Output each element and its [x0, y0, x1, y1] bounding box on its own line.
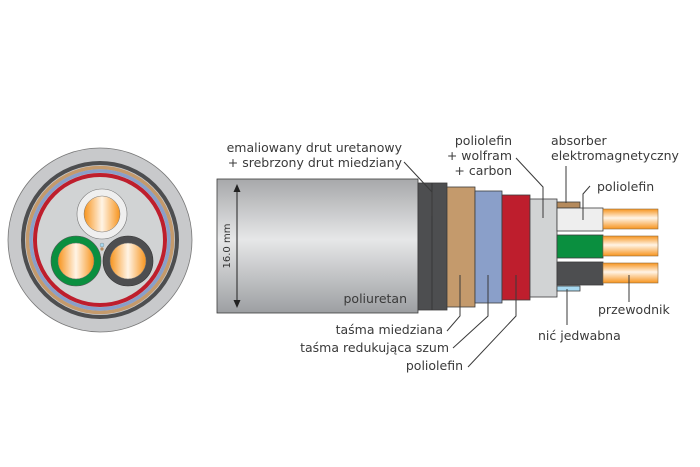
- leader-noise-tape: [452, 275, 489, 349]
- label-copper-tape: taśma miedziana: [336, 322, 443, 337]
- dimension-label: 16.0 mm: [222, 224, 233, 269]
- copper-tape-layer: [446, 186, 476, 308]
- cs-conductor-right: [109, 242, 147, 280]
- label-absorber-line1: absorber: [551, 133, 608, 148]
- jacket-layer: [216, 178, 419, 314]
- label-conductor: przewodnik: [598, 302, 671, 317]
- insulation-green: [556, 234, 604, 259]
- cross-section: [7, 147, 193, 333]
- insulation-black: [556, 261, 604, 286]
- cutaway: [216, 178, 659, 314]
- conductor-2: [602, 235, 659, 257]
- arrow-up-icon: [233, 184, 241, 192]
- arrow-down-icon: [233, 300, 241, 308]
- label-absorber-line2: elektromagnetyczny: [551, 148, 680, 163]
- cs-conductor-top: [83, 195, 121, 233]
- leader-polyolefin-red: [467, 275, 517, 368]
- insulation-white: [556, 207, 604, 232]
- absorber-strip: [556, 201, 581, 209]
- silk-thread-strip: [556, 285, 581, 292]
- cs-noise-tape: [29, 169, 171, 311]
- label-enamel-wire-line1: emaliowany drut uretanowy: [227, 140, 403, 155]
- label-enamel-wire-line2: + srebrzony drut miedziany: [228, 155, 403, 170]
- label-polyolefin-tungsten-line3: + carbon: [454, 163, 512, 178]
- label-polyolefin-outer: poliolefin: [406, 358, 463, 373]
- leader-enamel-wire: [403, 161, 433, 216]
- label-polyolefin-insulation: poliolefin: [597, 179, 654, 194]
- cs-copper-tape: [25, 165, 175, 315]
- label-jacket: poliuretan: [344, 291, 408, 306]
- label-noise-tape: taśma redukująca szum: [300, 340, 449, 355]
- labels: poliuretan emaliowany drut uretanowy + s…: [227, 133, 680, 373]
- cs-absorber: [100, 247, 104, 251]
- label-silk-thread: nić jedwabna: [538, 328, 621, 343]
- cs-conductor-left: [57, 242, 95, 280]
- leader-polyolefin-insulation: [582, 185, 591, 220]
- conductor-3: [602, 262, 659, 284]
- leader-lines: [403, 157, 630, 368]
- leader-copper-tape: [446, 275, 461, 332]
- label-polyolefin-tungsten-line1: poliolefin: [455, 133, 512, 148]
- cs-enamel-wire-layer: [21, 161, 179, 319]
- leader-polyolefin-tungsten: [515, 157, 544, 218]
- cs-silk-thread: [99, 242, 105, 248]
- label-polyolefin-tungsten-line2: + wolfram: [447, 148, 512, 163]
- conductor-1: [602, 208, 659, 230]
- dimension-indicator: 16.0 mm: [222, 184, 241, 308]
